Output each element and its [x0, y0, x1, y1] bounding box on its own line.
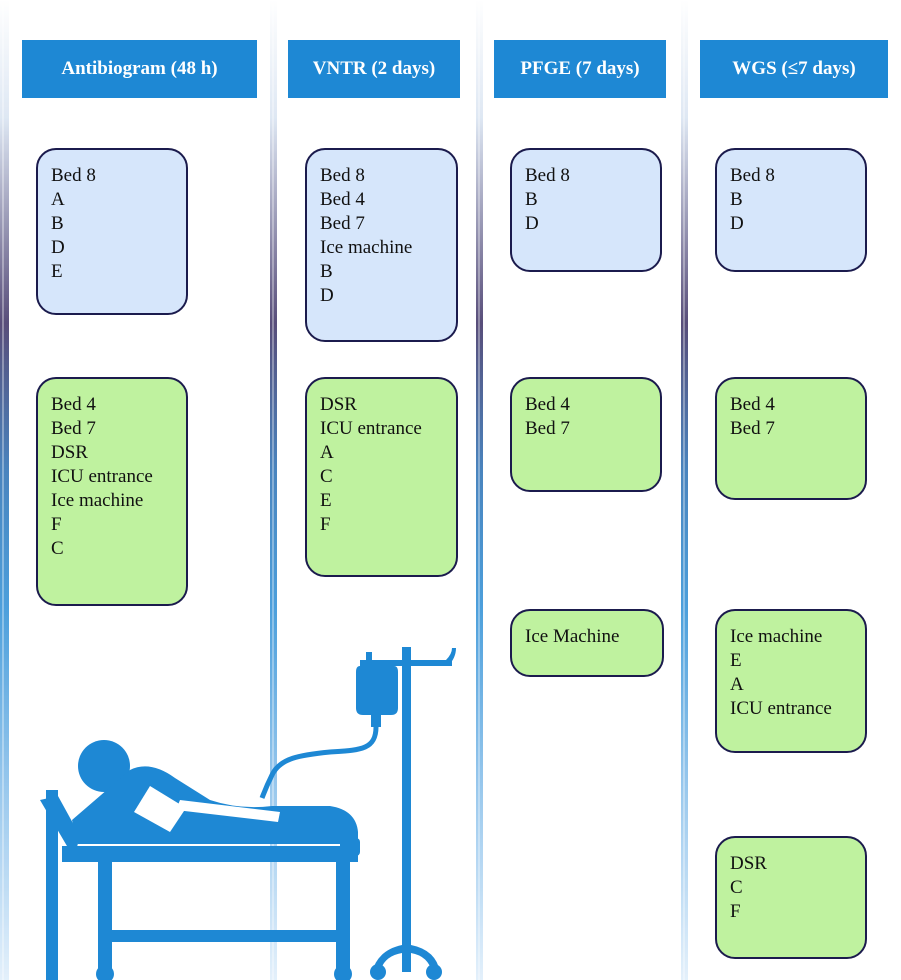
cluster-item: E — [730, 650, 742, 671]
cluster-item: F — [51, 514, 62, 535]
cluster-item: E — [51, 261, 63, 282]
cluster-item: Bed 7 — [730, 418, 775, 439]
cluster-item: B — [525, 189, 538, 210]
cluster-item: Bed 4 — [320, 189, 365, 210]
cluster-item: ICU entrance — [51, 466, 153, 487]
column-divider — [681, 0, 688, 980]
cluster-item: Bed 4 — [730, 394, 775, 415]
cluster-box: Bed 4 Bed 7 — [715, 377, 867, 500]
cluster-item: Bed 4 — [525, 394, 570, 415]
cluster-box: Bed 4 Bed 7 — [510, 377, 662, 492]
cluster-item: A — [320, 442, 334, 463]
column-header-vntr: VNTR (2 days) — [288, 40, 460, 98]
cluster-item: Ice machine — [51, 490, 144, 511]
cluster-item: C — [51, 538, 64, 559]
cluster-item: C — [320, 466, 333, 487]
cluster-item: Ice machine — [320, 237, 413, 258]
cluster-item: DSR — [730, 853, 767, 874]
column-divider — [270, 0, 277, 980]
column-divider — [476, 0, 483, 980]
cluster-item: B — [320, 261, 333, 282]
cluster-item: Bed 4 — [51, 394, 96, 415]
cluster-box: Ice Machine — [510, 609, 664, 677]
column-divider — [0, 0, 9, 980]
cluster-item: D — [51, 237, 65, 258]
cluster-item: B — [51, 213, 64, 234]
cluster-item: Bed 7 — [51, 418, 96, 439]
cluster-item: DSR — [51, 442, 88, 463]
cluster-item: Bed 7 — [525, 418, 570, 439]
cluster-item: A — [730, 674, 744, 695]
cluster-item: ICU entrance — [730, 698, 832, 719]
cluster-item: A — [51, 189, 65, 210]
cluster-item: D — [320, 285, 334, 306]
cluster-item: F — [320, 514, 331, 535]
cluster-item: C — [730, 877, 743, 898]
cluster-item: Bed 8 — [730, 165, 775, 186]
column-header-pfge: PFGE (7 days) — [494, 40, 666, 98]
cluster-item: Bed 8 — [51, 165, 96, 186]
cluster-item: B — [730, 189, 743, 210]
cluster-item: Ice Machine — [525, 626, 620, 647]
cluster-item: Bed 8 — [525, 165, 570, 186]
cluster-item: DSR — [320, 394, 357, 415]
cluster-item: Ice machine — [730, 626, 823, 647]
cluster-item: Bed 7 — [320, 213, 365, 234]
cluster-item: F — [730, 901, 741, 922]
cluster-item: ICU entrance — [320, 418, 422, 439]
cluster-item: E — [320, 490, 332, 511]
cluster-item: Bed 8 — [320, 165, 365, 186]
column-header-wgs: WGS (≤7 days) — [700, 40, 888, 98]
patient-in-hospital-bed-with-iv-drip-icon — [40, 647, 456, 980]
column-header-antibiogram: Antibiogram (48 h) — [22, 40, 257, 98]
cluster-item: D — [525, 213, 539, 234]
cluster-item: D — [730, 213, 744, 234]
